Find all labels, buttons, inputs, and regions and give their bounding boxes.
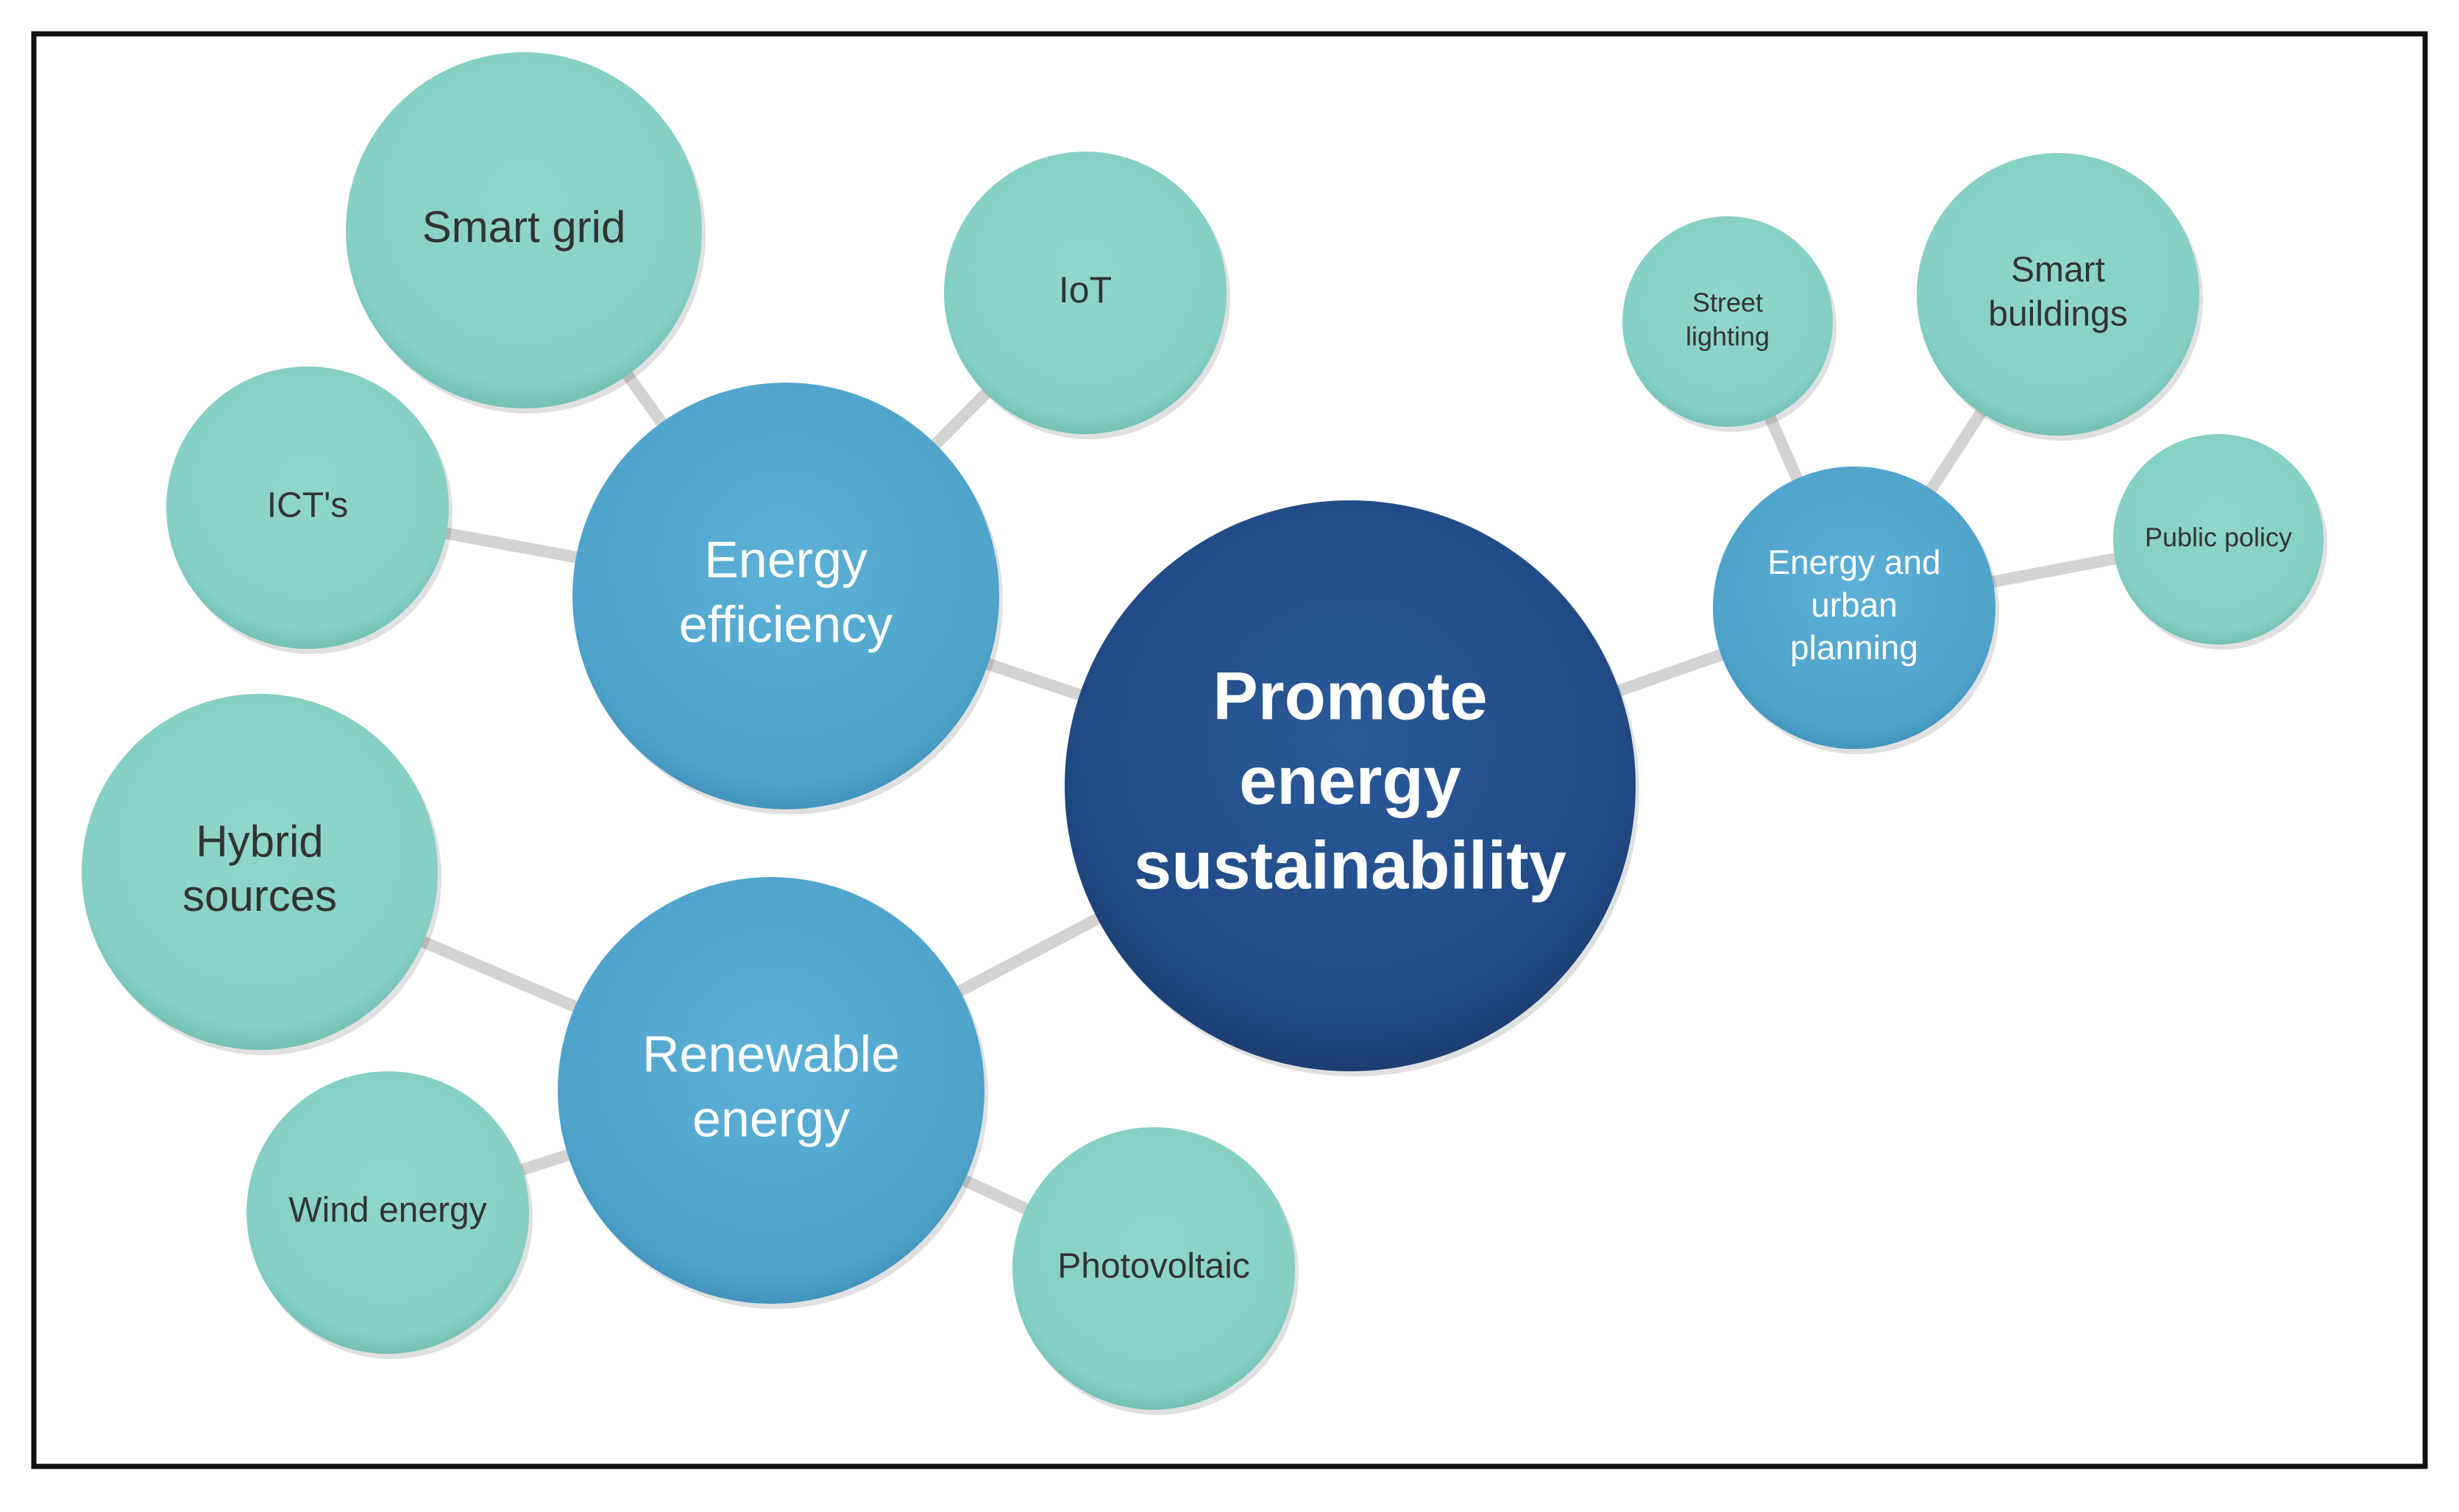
node-wind-energy: Wind energy — [246, 1071, 533, 1359]
node-energy-urban-planning: Energy and urban planning — [1713, 466, 1999, 754]
node-public-policy-label-line: Public policy — [2145, 522, 2292, 553]
node-hybrid-sources-label-line: sources — [182, 871, 337, 920]
node-iot-circle — [944, 152, 1227, 434]
node-street-lighting: Street lighting — [1622, 216, 1837, 432]
node-street-lighting-circle — [1622, 216, 1833, 427]
node-renewable-energy-circle — [558, 877, 984, 1304]
node-energy-efficiency-circle — [572, 383, 999, 809]
node-promote-energy-sustainability-circle — [1065, 500, 1636, 1071]
node-public-policy-circle — [2113, 434, 2324, 645]
node-iot-label-line: IoT — [1059, 269, 1112, 310]
node-icts: ICT's — [166, 366, 453, 654]
node-smart-buildings: Smart buildings — [1917, 153, 2203, 441]
node-smart-grid-label-line: Smart grid — [422, 202, 626, 252]
node-renewable-energy: Renewable energy — [558, 877, 988, 1309]
node-smart-buildings-label-line: buildings — [1988, 295, 2127, 334]
node-energy-urban-planning-label-line: planning — [1790, 628, 1918, 667]
node-hybrid-sources-label-line: Hybrid — [196, 817, 323, 866]
node-wind-energy-circle — [246, 1071, 529, 1354]
node-energy-urban-planning-label-line: urban — [1811, 586, 1898, 624]
node-icts-label-line: ICT's — [267, 486, 348, 525]
node-energy-urban-planning-circle — [1713, 466, 1995, 749]
node-promote-energy-sustainability-label-line: Promote — [1213, 659, 1487, 734]
node-energy-efficiency-label-line: efficiency — [679, 595, 893, 653]
node-icts-circle — [166, 366, 449, 649]
node-promote-energy-sustainability: Promote energy sustainability — [1065, 500, 1639, 1076]
node-photovoltaic: Photovoltaic — [1012, 1127, 1299, 1415]
node-hybrid-sources-circle — [82, 694, 438, 1050]
node-smart-buildings-label-line: Smart — [2011, 251, 2105, 290]
node-energy-urban-planning-label-line: Energy and — [1767, 543, 1940, 581]
node-street-lighting-label-line: lighting — [1686, 322, 1770, 352]
node-photovoltaic-label-line: Photovoltaic — [1057, 1247, 1250, 1286]
node-public-policy: Public policy — [2113, 434, 2327, 650]
node-photovoltaic-circle — [1012, 1127, 1295, 1410]
node-hybrid-sources: Hybrid sources — [82, 694, 441, 1055]
node-smart-grid: Smart grid — [346, 52, 706, 414]
node-renewable-energy-label-line: Renewable — [642, 1025, 900, 1082]
node-smart-grid-circle — [346, 52, 702, 408]
node-wind-energy-label-line: Wind energy — [288, 1191, 486, 1230]
node-iot: IoT — [944, 152, 1230, 439]
node-energy-efficiency: Energy efficiency — [572, 383, 1003, 814]
node-renewable-energy-label-line: energy — [692, 1090, 850, 1147]
node-promote-energy-sustainability-label-line: sustainability — [1134, 828, 1566, 903]
node-energy-efficiency-label-line: Energy — [704, 530, 867, 588]
node-promote-energy-sustainability-label-line: energy — [1239, 743, 1461, 818]
node-smart-buildings-circle — [1917, 153, 2199, 436]
node-street-lighting-label-line: Street — [1692, 288, 1763, 318]
